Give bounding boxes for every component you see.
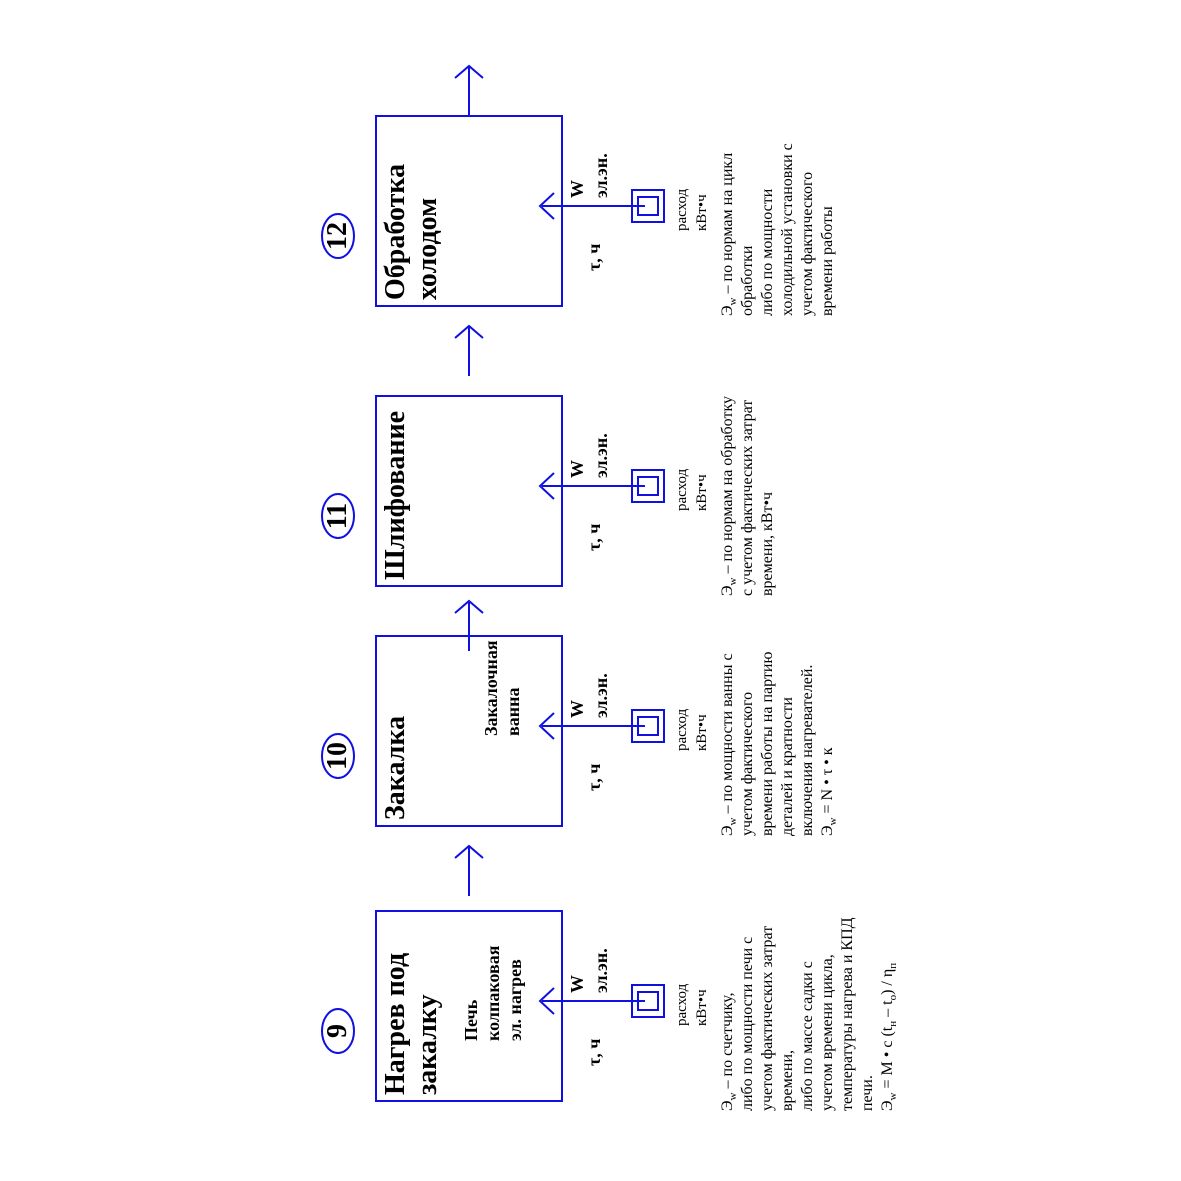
stage-note-line: Эw = M • c (tн – tо) / ηп <box>879 962 900 1111</box>
stage-number-circle-10 <box>321 733 355 779</box>
stage-number-9: 9 <box>322 1024 353 1038</box>
energy-input-arrowhead <box>538 987 555 1015</box>
flow-arrow-head-3 <box>454 64 484 79</box>
time-label: τ, ч <box>584 763 604 791</box>
meter-label-line: расход <box>674 468 690 511</box>
stage-note-line: либо по мощности <box>759 188 776 316</box>
stage-title-line: холодом <box>412 197 443 300</box>
flow-arrow-head-0 <box>454 844 484 859</box>
stage-note-line: учетом фактического <box>799 171 816 316</box>
energy-input-arrowhead <box>538 192 555 220</box>
energy-meter-icon <box>631 189 665 223</box>
stage-note-line: Эw = N • τ • к <box>819 747 840 837</box>
time-label: τ, ч <box>584 243 604 271</box>
stage-block-9 <box>375 910 563 1102</box>
energy-label: эл.эн. <box>591 153 611 198</box>
stage-note-line: времени, кВт•ч <box>759 491 776 596</box>
stage-note-line: либо по массе садки с <box>799 961 816 1111</box>
stage-note-line: деталей и кратности <box>779 697 796 836</box>
energy-meter-icon <box>631 469 665 503</box>
energy-meter-icon <box>631 709 665 743</box>
stage-note-line: учетом фактических затрат <box>759 925 776 1111</box>
stage-title-line: закалку <box>412 994 443 1095</box>
power-label: W <box>567 460 587 478</box>
meter-label-line: кВт•ч <box>694 194 710 231</box>
stage-note-line: включения нагревателей. <box>799 664 816 836</box>
stage-note-line: времени работы <box>819 206 836 316</box>
stage-number-circle-11 <box>321 493 355 539</box>
stage-equipment-line: ванна <box>503 687 523 736</box>
power-label: W <box>567 975 587 993</box>
stage-title-line: Нагрев под <box>380 952 411 1095</box>
energy-meter-inner <box>637 991 659 1011</box>
time-label: τ, ч <box>584 523 604 551</box>
energy-label: эл.эн. <box>591 948 611 993</box>
stage-title-line: Закалка <box>380 715 411 820</box>
stage-note-line: учетом фактического <box>739 691 756 836</box>
meter-label-line: кВт•ч <box>694 714 710 751</box>
stage-number-11: 11 <box>322 502 353 530</box>
stage-equipment-line: Закалочная <box>481 640 501 736</box>
energy-label: эл.эн. <box>591 433 611 478</box>
stage-equipment-line: Печь <box>461 999 481 1041</box>
flow-arrow-head-2 <box>454 324 484 339</box>
stage-number-10: 10 <box>322 742 353 770</box>
energy-meter-inner <box>637 476 659 496</box>
stage-note-line: обработки <box>739 245 756 317</box>
meter-label-line: кВт•ч <box>694 474 710 511</box>
stage-number-12: 12 <box>322 222 353 250</box>
stage-note-line: холодильной установки с <box>779 143 796 316</box>
stage-note-line: либо по мощности печи с <box>739 936 756 1111</box>
stage-note-line: температуры нагрева и КПД <box>839 917 856 1111</box>
stage-title-line: Обработка <box>380 163 411 300</box>
stage-note-line: времени работы на партию <box>759 651 776 836</box>
stage-block-12 <box>375 115 563 307</box>
stage-note-line: времени, <box>779 1049 796 1111</box>
meter-label-line: расход <box>674 983 690 1026</box>
stage-note-line: с учетом фактических затрат <box>739 399 756 596</box>
stage-number-circle-9 <box>321 1008 355 1054</box>
stage-block-10 <box>375 635 563 827</box>
stage-equipment-line: эл. нагрев <box>505 959 525 1041</box>
stage-number-circle-12 <box>321 213 355 259</box>
energy-meter-icon <box>631 984 665 1018</box>
energy-meter-inner <box>637 196 659 216</box>
energy-input-arrowhead <box>538 472 555 500</box>
meter-label-line: расход <box>674 188 690 231</box>
power-label: W <box>567 180 587 198</box>
time-label: τ, ч <box>584 1038 604 1066</box>
energy-label: эл.эн. <box>591 673 611 718</box>
flow-arrow-head-1 <box>454 599 484 614</box>
energy-meter-inner <box>637 716 659 736</box>
stage-equipment-line: колпаковая <box>483 945 503 1041</box>
stage-title-line: Шлифование <box>380 410 411 580</box>
energy-input-arrowhead <box>538 712 555 740</box>
power-label: W <box>567 700 587 718</box>
stage-note-line: печи. <box>859 1075 876 1111</box>
meter-label-line: кВт•ч <box>694 989 710 1026</box>
stage-block-11 <box>375 395 563 587</box>
meter-label-line: расход <box>674 708 690 751</box>
stage-note-line: учетом времени цикла, <box>819 954 836 1111</box>
